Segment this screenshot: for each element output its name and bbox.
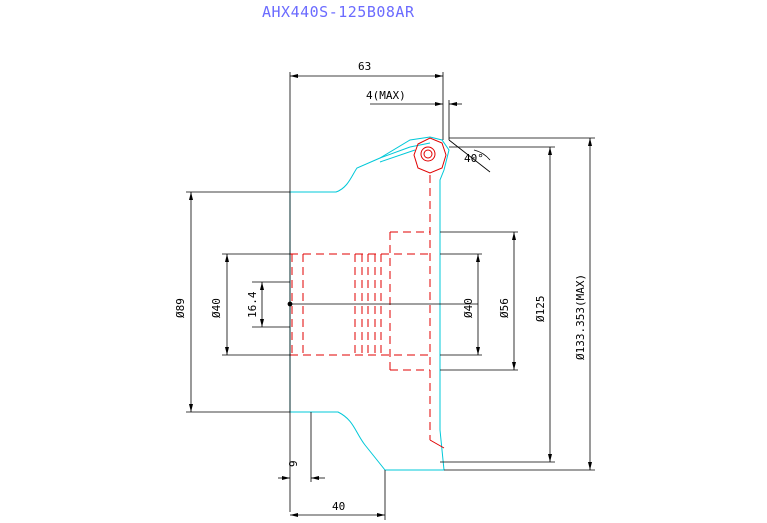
dim-63-label: 63 [358, 60, 371, 73]
dimension-lines [186, 72, 595, 520]
insert-pocket-icon [420, 146, 436, 162]
insert-screw-icon [423, 149, 433, 159]
cutter-body-outline [289, 136, 450, 471]
hidden-lines [290, 137, 447, 449]
arrowheads [189, 74, 592, 517]
dim-dia-133-max-label: Ø133.353(MAX) [574, 274, 587, 360]
dim-dia-56-label: Ø56 [498, 298, 511, 318]
dim-dia-40-left-label: Ø40 [210, 298, 223, 318]
dim-dia-125-label: Ø125 [534, 296, 547, 323]
dim-4-max-label: 4(MAX) [366, 89, 406, 102]
dim-40-label: 40 [332, 500, 345, 513]
drawing-title: AHX440S-125B08AR [262, 3, 415, 21]
dim-dia-40-right-label: Ø40 [462, 298, 475, 318]
dim-dia-89-label: Ø89 [174, 298, 187, 318]
insert-outline [413, 137, 447, 174]
dim-9-label: 9 [287, 460, 300, 467]
dim-16-4-label: 16.4 [246, 291, 259, 318]
center-mark-icon [287, 301, 293, 307]
dim-angle-40-label: 40° [464, 152, 484, 165]
